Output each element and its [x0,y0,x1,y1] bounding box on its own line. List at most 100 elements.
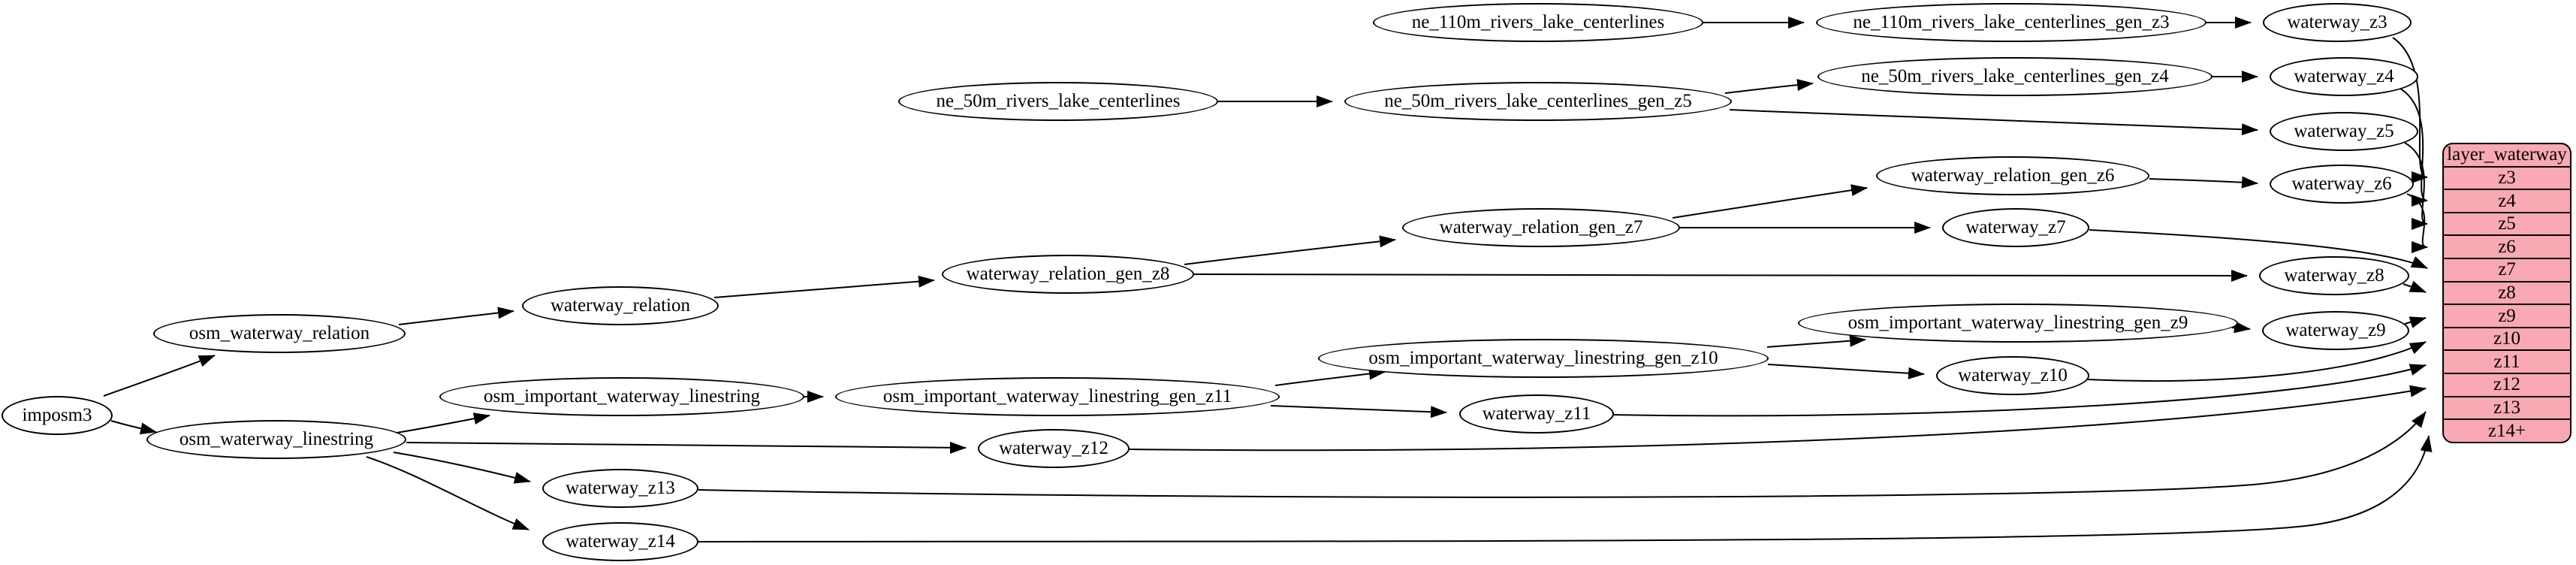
node-waterway_relation: waterway_relation [522,286,719,325]
table-row-z14plus: z14+ [2444,418,2570,442]
node-imposm3: imposm3 [2,396,113,435]
node-ne_50m_rivers_lake_centerlines_gen_z4: ne_50m_rivers_lake_centerlines_gen_z4 [1817,57,2213,96]
node-waterway_z13: waterway_z13 [542,469,698,508]
node-waterway_relation_gen_z6: waterway_relation_gen_z6 [1876,156,2149,195]
edge-imposm3-osm_waterway_linestring [110,420,157,435]
edge-osm_waterway_linestring-waterway_z12 [406,441,967,454]
node-label: waterway_relation_gen_z7 [1439,217,1643,237]
node-label: waterway_relation_gen_z6 [1911,165,2115,186]
edge-gen_z8-waterway_z8 [1193,269,2248,282]
edge-waterway_relation-gen_z8 [713,275,935,298]
node-waterway_relation_gen_z8: waterway_relation_gen_z8 [942,255,1194,294]
node-label: waterway_z4 [2294,66,2394,86]
node-waterway_z3: waterway_z3 [2263,3,2412,42]
table-row-z5: z5 [2444,211,2570,235]
node-ne_110m_rivers_lake_centerlines_gen_z3: ne_110m_rivers_lake_centerlines_gen_z3 [1816,3,2206,42]
edge-waterway_z7-row_z7 [2089,229,2428,269]
edge-waterway_z5-row_z5 [2404,142,2428,230]
node-osm_important_waterway_linestring_gen_z11: osm_important_waterway_linestring_gen_z1… [835,377,1280,416]
node-waterway_z11: waterway_z11 [1459,394,1614,434]
node-label: waterway_relation [550,295,691,316]
node-waterway_relation_gen_z7: waterway_relation_gen_z7 [1402,208,1680,247]
node-waterway_z12: waterway_z12 [978,429,1130,468]
node-label: waterway_z9 [2285,320,2386,340]
edge-gen_z6-waterway_z6 [2149,176,2258,189]
edge-waterway_z14-row_z14 [698,435,2433,542]
table-row-z8: z8 [2444,280,2570,304]
node-label: waterway_z6 [2291,174,2392,194]
node-label: waterway_z10 [1958,365,2068,385]
node-waterway_z5: waterway_z5 [2270,112,2418,151]
node-ne_50m_rivers_lake_centerlines_gen_z5: ne_50m_rivers_lake_centerlines_gen_z5 [1344,82,1732,121]
edge-gen_z5-waterway_z5 [1729,109,2258,136]
node-label: ne_110m_rivers_lake_centerlines_gen_z3 [1853,12,2170,32]
node-label: waterway_z13 [566,478,675,498]
node-waterway_z10: waterway_z10 [1936,356,2089,395]
edge-gen_z7-gen_z6 [1672,184,1868,219]
node-waterway_z7: waterway_z7 [1942,208,2089,247]
node-label: waterway_relation_gen_z8 [966,264,1170,284]
edge-gen_z5-gen_z4 [1724,79,1814,94]
node-label: waterway_z12 [999,438,1109,458]
node-label: osm_waterway_linestring [179,429,374,449]
node-osm_waterway_linestring: osm_waterway_linestring [146,420,406,459]
node-label: waterway_z11 [1482,403,1591,424]
node-waterway_z4: waterway_z4 [2270,57,2418,96]
node-label: waterway_z7 [1965,217,2066,237]
edge-gen_z8-gen_z7 [1184,235,1396,265]
node-ne_50m_rivers_lake_centerlines: ne_50m_rivers_lake_centerlines [898,82,1218,121]
node-label: imposm3 [22,405,92,425]
table-row-z10: z10 [2444,326,2570,350]
edge-waterway_z8-row_z8 [2403,280,2427,293]
node-osm_important_waterway_linestring_gen_z9: osm_important_waterway_linestring_gen_z9 [1798,304,2238,343]
node-label: waterway_z8 [2284,265,2384,286]
edge-osm_waterway_linestring-waterway_z14 [366,456,529,530]
node-waterway_z14: waterway_z14 [542,522,698,561]
node-waterway_z8: waterway_z8 [2259,256,2409,295]
edge-waterway_z9-row_z9 [2404,316,2427,328]
node-waterway_z9: waterway_z9 [2262,311,2409,350]
table-row-z9: z9 [2444,304,2570,327]
node-label: waterway_z3 [2287,12,2387,32]
node-osm_important_waterway_linestring: osm_important_waterway_linestring [439,377,804,416]
edge-imposm3-osm_waterway_relation [103,355,216,397]
edge-gen_z11-gen_z10 [1274,367,1386,386]
edge-waterway_z6-row_z6 [2406,193,2428,253]
node-osm_waterway_relation: osm_waterway_relation [153,314,406,353]
node-label: osm_important_waterway_linestring_gen_z1… [882,386,1232,406]
edge-osm_waterway_linestring-waterway_z13 [393,452,531,484]
table-row-z12: z12 [2444,373,2570,396]
node-label: ne_50m_rivers_lake_centerlines_gen_z5 [1384,91,1692,111]
node-waterway_z6: waterway_z6 [2270,165,2414,204]
layer-waterway-table: layer_waterway z3 z4 z5 z6 z7 z8 z9 z10 … [2442,143,2571,443]
table-header: layer_waterway [2447,144,2567,165]
node-label: waterway_z5 [2294,121,2394,141]
node-label: ne_50m_rivers_lake_centerlines [936,91,1181,111]
edge-waterway_z11-row_z11 [1612,364,2427,417]
node-label: ne_110m_rivers_lake_centerlines [1411,12,1665,32]
edge-waterway_z12-row_z12 [1129,385,2427,452]
table-row-z3: z3 [2444,165,2570,189]
edge-gen_z9-waterway_z9 [2231,321,2251,334]
edge-waterway_z13-row_z13 [698,411,2427,498]
table-row-z6: z6 [2444,234,2570,258]
table-row-z13: z13 [2444,395,2570,419]
edge-gen_z11-waterway_z11 [1270,405,1447,418]
node-label: ne_50m_rivers_lake_centerlines_gen_z4 [1861,66,2169,86]
edge-gen_z10-waterway_z10 [1767,364,1925,379]
node-label: osm_important_waterway_linestring [484,386,760,406]
node-label: waterway_z14 [566,531,675,551]
table-row-z7: z7 [2444,258,2570,281]
node-label: osm_important_waterway_linestring_gen_z1… [1368,348,1718,368]
node-osm_important_waterway_linestring_gen_z10: osm_important_waterway_linestring_gen_z1… [1318,339,1769,378]
table-row-z4: z4 [2444,189,2570,212]
table-row-z11: z11 [2444,349,2570,373]
edge-gen_z10-gen_z9 [1766,334,1866,348]
edge-waterway_z10-row_z10 [2087,341,2427,382]
edge-osm_waterway_relation-waterway_relation [398,307,514,325]
node-label: osm_waterway_relation [189,323,370,343]
node-ne_110m_rivers_lake_centerlines: ne_110m_rivers_lake_centerlines [1373,3,1703,42]
edge-osm_waterway_linestring-osm_important [396,412,490,434]
